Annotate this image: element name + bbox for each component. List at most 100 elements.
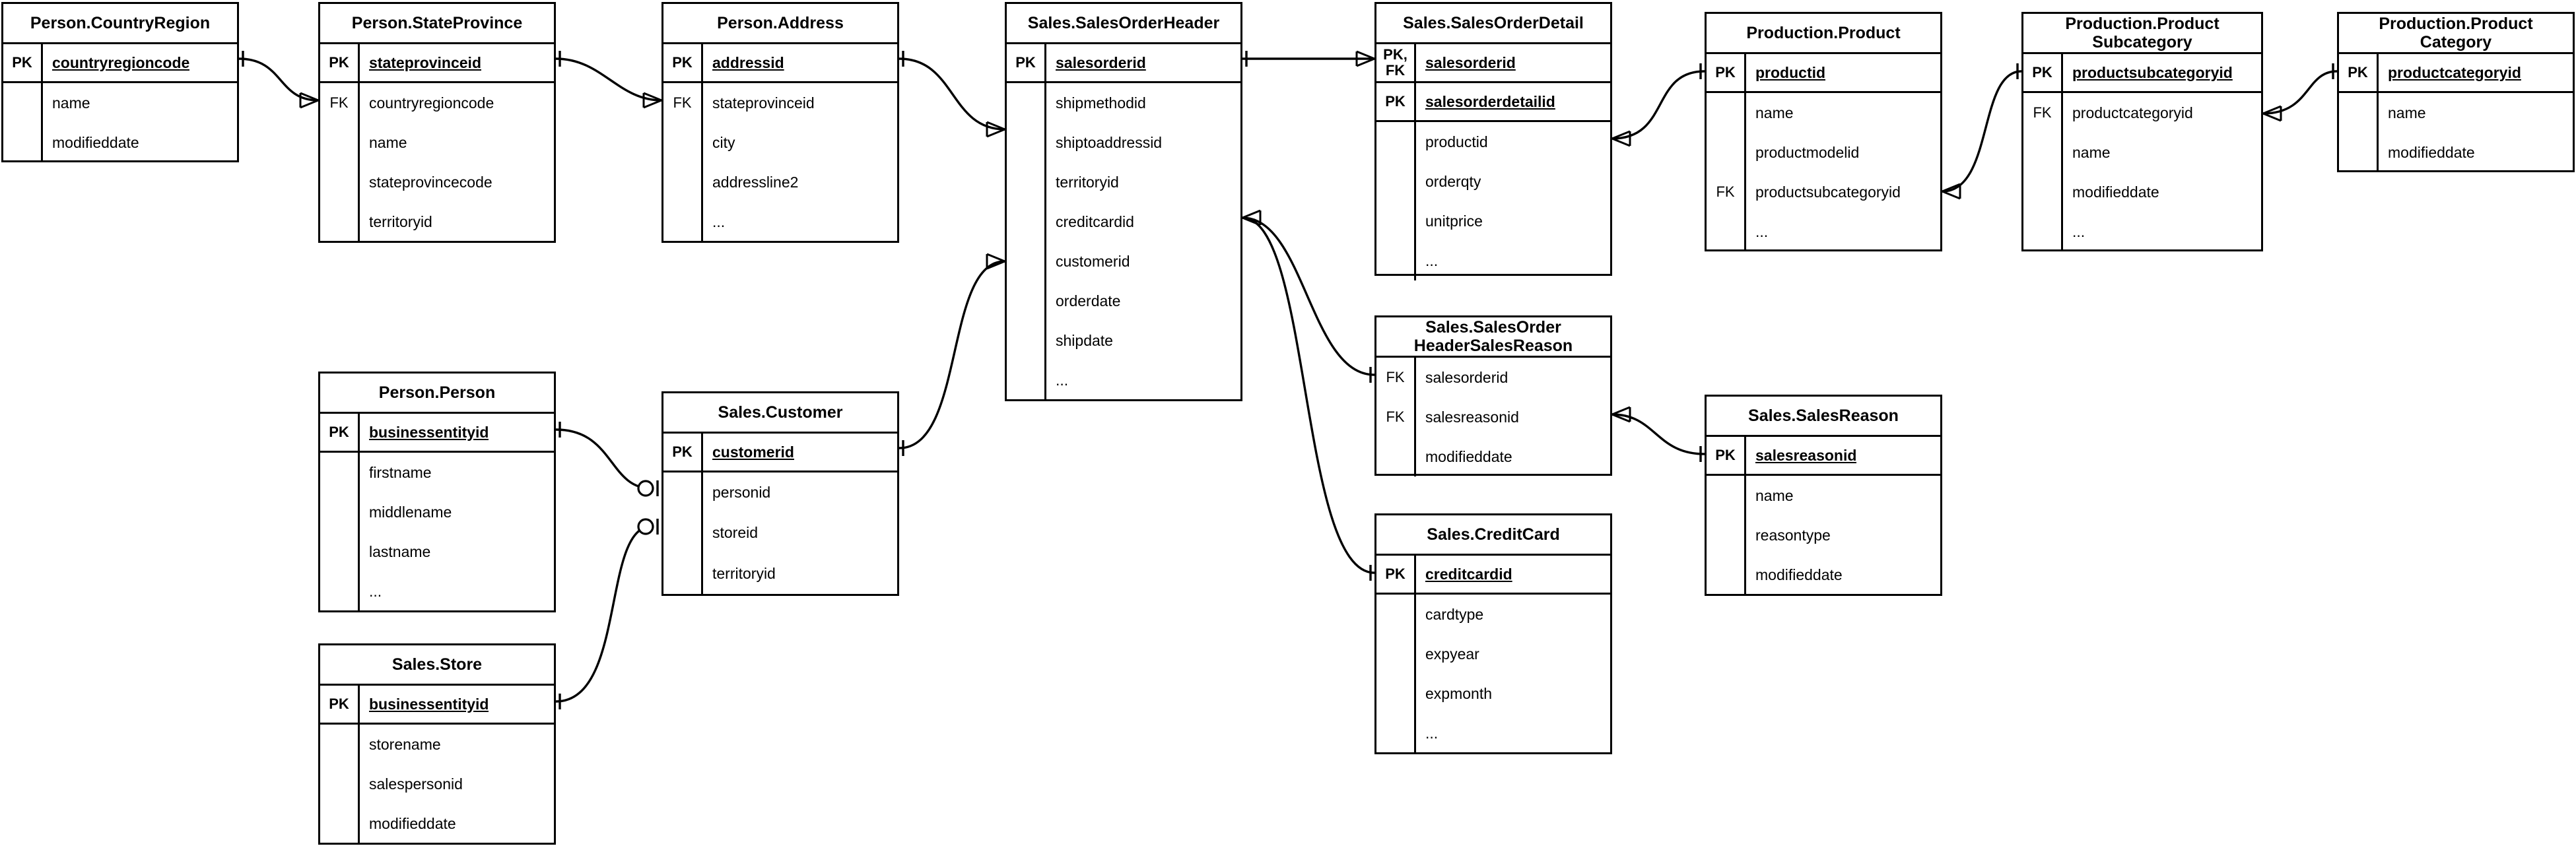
entity-body-section: name modifieddate [2339,91,2573,172]
attribute-key-label [1007,242,1046,281]
attribute-row: lastname [320,532,554,571]
attribute-key-label [320,571,360,611]
attribute-key-label: PK [663,434,703,471]
attribute-name: name [2072,143,2111,161]
attribute-row: unitprice [1376,201,1610,241]
attribute-key-label [1376,122,1416,162]
attribute-name: addressline2 [712,173,799,191]
attribute-name: customerid [1056,252,1130,270]
attribute-key-label [320,725,360,764]
attribute-row: ... [320,571,554,611]
attribute-key-label [1376,201,1416,241]
attribute-key-label: PK [320,686,360,723]
attribute-name: territoryid [1056,173,1119,191]
attribute-key-label: PK [320,414,360,451]
attribute-row: name [2023,133,2261,172]
attribute-row: name [2339,93,2573,133]
attribute-row: shiptoaddressid [1007,123,1240,162]
connector-customer-salesorderheader [898,253,1005,456]
attribute-name: name [2388,104,2426,121]
attribute-key-label [320,123,360,162]
attribute-name: shiptoaddressid [1056,133,1163,151]
attribute-name: productmodelid [1755,143,1860,161]
attribute-name: customerid [712,443,794,461]
attribute-name: salesorderid [1425,53,1516,71]
connector-stateprovince-address [555,51,662,109]
attribute-key-label: PK [1376,83,1416,120]
attribute-key-label [320,804,360,843]
attribute-key-label [1376,437,1416,476]
connector-countryregion-stateprovince [238,51,319,109]
attribute-row: ... [1707,212,1940,251]
attribute-name: name [1755,486,1794,504]
attribute-row: ... [663,202,897,242]
attribute-name: storename [369,735,441,753]
attribute-key-label [2023,133,2063,172]
attribute-key-label [663,123,703,162]
attribute-key-label [1376,713,1416,753]
entity-title: Person.Address [663,4,897,44]
attribute-name: modifieddate [1755,566,1843,583]
attribute-key-label [320,764,360,804]
attribute-name: creditcardid [1056,212,1134,230]
attribute-name: lastname [369,542,431,560]
attribute-name: salesreasonid [1755,446,1857,464]
attribute-key-label [2339,133,2379,172]
attribute-key-label: FK [2023,93,2063,133]
attribute-row: shipdate [1007,321,1240,360]
entity-title: Sales.SalesOrderHeader [1007,4,1240,44]
attribute-row: addressline2 [663,162,897,202]
entity-title: Person.StateProvince [320,4,554,44]
attribute-key-label [1376,595,1416,634]
attribute-row: modifieddate [2339,133,2573,172]
attribute-row: modifieddate [2023,172,2261,212]
attribute-key-label [1007,123,1046,162]
attribute-key-label [2023,212,2063,251]
connector-salesorderheader-creditcard [1242,216,1375,581]
entity-title: Sales.CreditCard [1376,515,1610,556]
attribute-row: PK salesreasonid [1707,437,1940,474]
attribute-row: ... [1376,713,1610,753]
attribute-name: productcategoryid [2388,63,2521,81]
attribute-row: name [1707,93,1940,133]
attribute-name: productsubcategoryid [2072,63,2233,81]
attribute-key-label: PK [1376,556,1416,593]
attribute-key-label: PK [1707,437,1746,474]
attribute-name: modifieddate [2072,183,2159,201]
attribute-name: ... [1755,222,1769,240]
attribute-row: ... [2023,212,2261,251]
attribute-name: productid [1425,133,1488,150]
